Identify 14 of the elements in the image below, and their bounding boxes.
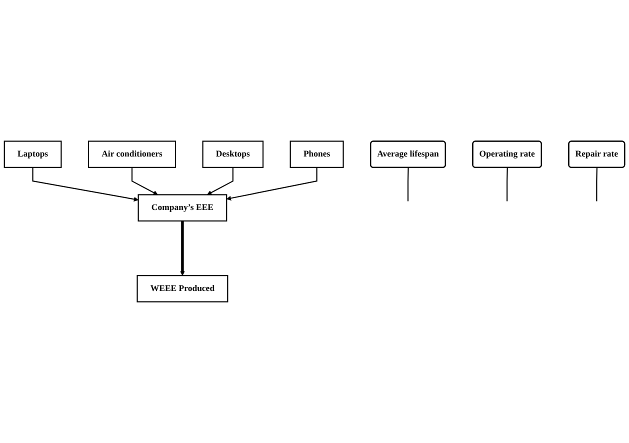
arrow xyxy=(206,167,234,195)
connector xyxy=(407,168,409,202)
node-box: Desktops xyxy=(202,140,264,168)
connector xyxy=(506,168,508,202)
arrow xyxy=(32,167,139,202)
node-box: WEEE Produced xyxy=(136,275,228,302)
connector xyxy=(596,168,598,202)
node-box: Phones xyxy=(290,140,344,168)
arrow xyxy=(131,167,158,195)
arrow xyxy=(226,167,318,201)
arrow xyxy=(180,220,185,276)
node-box: Company’s EEE xyxy=(138,194,228,222)
node-box: Laptops xyxy=(4,140,62,168)
node-box: Air conditioners xyxy=(88,140,176,168)
